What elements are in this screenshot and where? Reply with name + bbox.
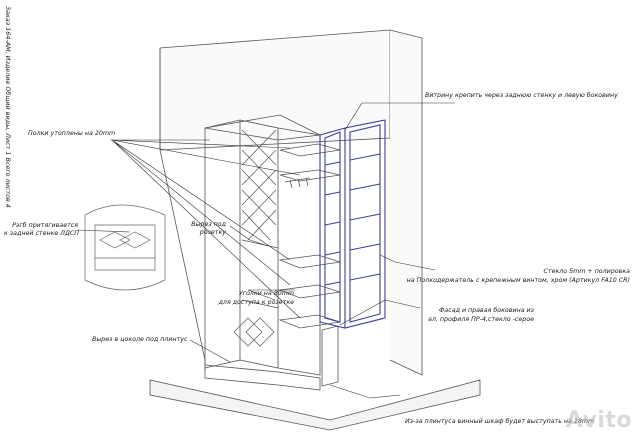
note-plinth-cut: Вырез в цоколе под плинтус: [92, 336, 188, 343]
plinth: [204, 364, 321, 391]
note-plinth-gap: Из-за плинтуса винный шкаф будет выступа…: [405, 418, 595, 425]
note-showcase-mount: Витрину крепить через заднюю стенку и ле…: [425, 92, 618, 99]
wall-right-block: [389, 29, 423, 376]
wall-upper-block: [159, 29, 391, 151]
floor-slab: [149, 379, 481, 431]
wine-lattice: [233, 129, 279, 347]
note-socket-line1: Вырез под: [191, 221, 226, 228]
glass-showcase: [319, 119, 386, 329]
note-glass-line2: на Полкодержатель с крепежным винтом, хр…: [406, 277, 630, 284]
glass-rack: [284, 177, 311, 189]
lower-door: [321, 325, 339, 387]
note-pin-line2: к задней стенке ЛДСП: [4, 230, 80, 237]
note-pin-line1: Рэгб притягивается: [12, 222, 78, 229]
note-socket-line2: розетку: [199, 229, 226, 236]
sheet-caption: Заказ 164-АМ, Изделие Общий виды, Лист 1…: [4, 6, 12, 208]
note-shelves-recessed: Полки утоплены на 20mm: [28, 130, 116, 137]
avito-watermark: Avito: [565, 408, 632, 433]
note-facade-line1: Фасад и правая боковина из: [439, 307, 534, 314]
note-glass-line1: Стекло 5mm + полировка: [543, 268, 630, 275]
leader-lines: [77, 102, 455, 399]
note-corner-line2: для доступа к розетке: [218, 299, 294, 306]
note-facade-line2: ал. профиля ПР-4,стекло -серое: [428, 316, 534, 323]
detail-inset: [84, 204, 166, 291]
note-corner-line1: Уголки на 80mm: [238, 290, 294, 297]
center-back: [277, 127, 321, 376]
